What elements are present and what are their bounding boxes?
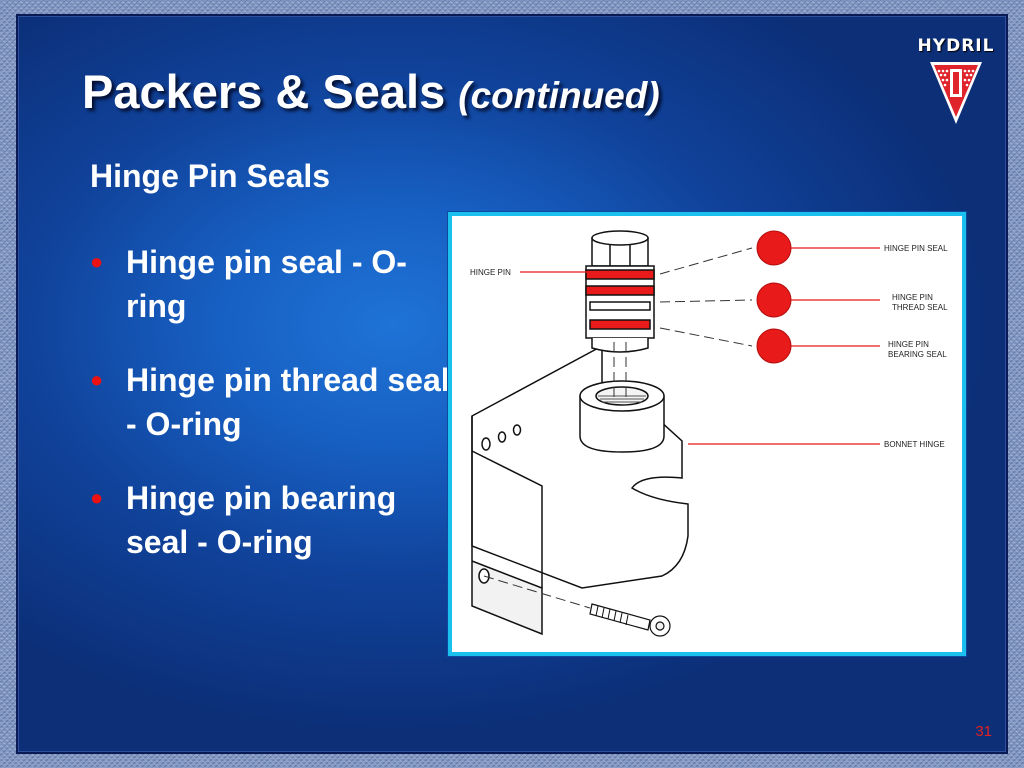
bullet-marker-icon: ● — [90, 485, 104, 510]
label-bearing-seal-line1: HINGE PIN — [888, 340, 929, 349]
label-bearing-seal-line2: BEARING SEAL — [888, 350, 947, 359]
bonnet-hinge-drawing — [471, 344, 689, 636]
bullet-text: Hinge pin bearing seal - O-ring — [126, 480, 397, 560]
bullet-item: ● Hinge pin thread seal - O-ring — [90, 358, 450, 446]
hinge-pin-drawing — [585, 230, 655, 353]
bullet-text: Hinge pin thread seal - O-ring — [126, 362, 450, 442]
hydril-logo: HYDRIL — [911, 36, 1001, 146]
bullet-marker-icon: ● — [90, 249, 104, 274]
bullet-list: ● Hinge pin seal - O-ring ● Hinge pin th… — [90, 240, 450, 594]
hinge-pin-diagram: HINGE PIN HINGE PIN SEAL HINGE PIN THREA… — [448, 212, 966, 656]
slide: Packers & Seals (continued) HYDRIL Hinge… — [16, 14, 1008, 754]
label-thread-seal-line2: THREAD SEAL — [892, 303, 948, 312]
section-heading: Hinge Pin Seals — [90, 158, 331, 194]
o-ring-seals — [756, 230, 792, 364]
hinge-pin-seal-o-ring — [756, 230, 792, 266]
hinge-bolt-drawing — [589, 603, 671, 637]
bullet-marker-icon: ● — [90, 367, 104, 392]
label-hinge-pin-seal: HINGE PIN SEAL — [884, 244, 948, 253]
bearing-seal-o-ring — [756, 328, 792, 364]
title-suffix: (continued) — [458, 75, 660, 116]
hinge-pin-illustration: HINGE PIN HINGE PIN SEAL HINGE PIN THREA… — [470, 230, 948, 637]
logo-wordmark: HYDRIL — [917, 36, 995, 56]
slide-title: Packers & Seals (continued) — [82, 64, 660, 119]
title-main: Packers & Seals — [82, 65, 446, 118]
page-number: 31 — [975, 723, 992, 740]
bullet-item: ● Hinge pin seal - O-ring — [90, 240, 450, 328]
label-thread-seal-line1: HINGE PIN — [892, 293, 933, 302]
logo-emblem-icon — [930, 62, 982, 124]
label-bonnet-hinge: BONNET HINGE — [884, 440, 945, 449]
thread-seal-o-ring — [756, 282, 792, 318]
label-hinge-pin: HINGE PIN — [470, 268, 511, 277]
bullet-item: ● Hinge pin bearing seal - O-ring — [90, 476, 450, 564]
bullet-text: Hinge pin seal - O-ring — [126, 244, 407, 324]
